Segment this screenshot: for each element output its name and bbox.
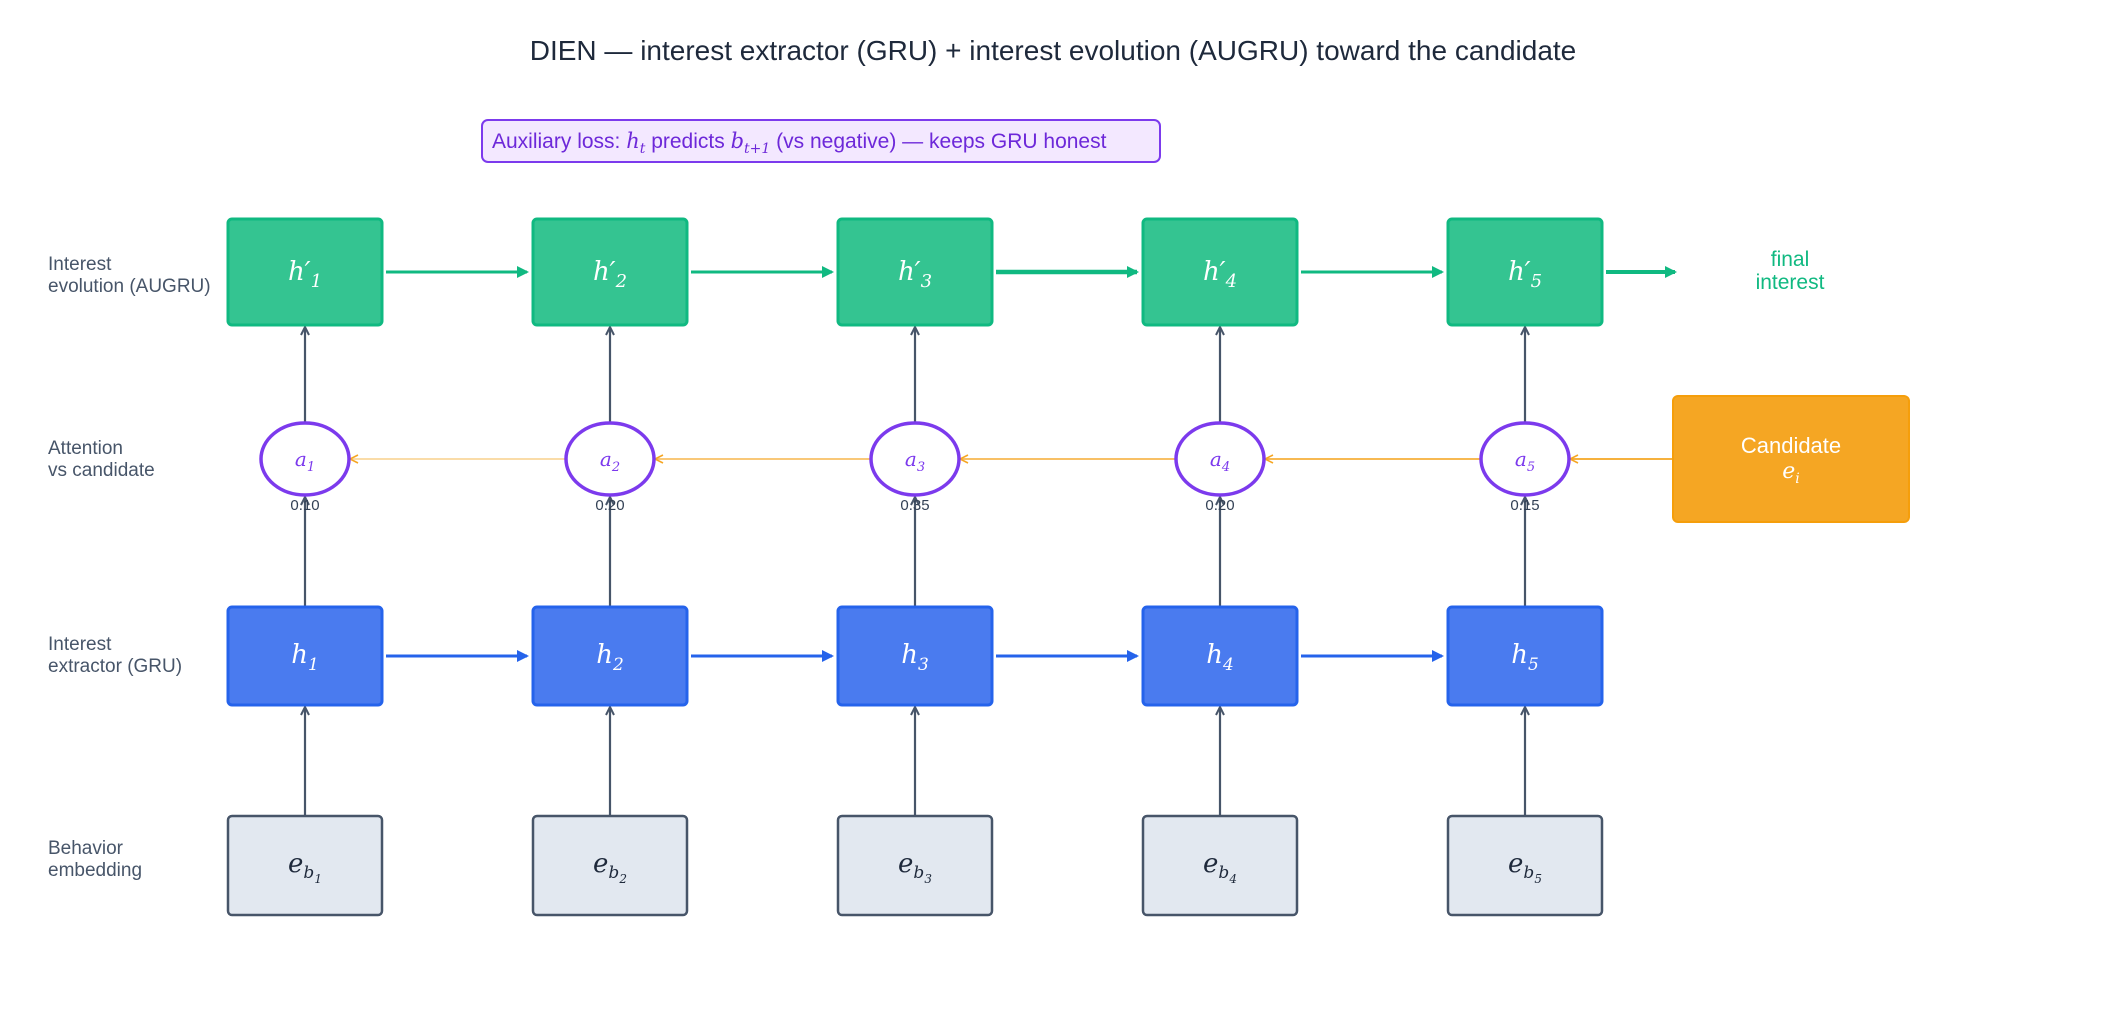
evolution-augru-label-5: h′5 bbox=[1508, 257, 1542, 292]
attention-weight-1: 0.10 bbox=[290, 497, 319, 514]
attention-label-5: a5 bbox=[1515, 447, 1535, 475]
behavior-embedding-label-3: eb3 bbox=[898, 849, 932, 886]
attention-weight-3: 0.35 bbox=[900, 497, 929, 514]
behavior-embedding-node-1 bbox=[226, 814, 384, 917]
extractor-gru-label-2: h2 bbox=[596, 640, 624, 675]
behavior-embedding-label-2: eb2 bbox=[593, 849, 627, 886]
extractor-gru-node-5 bbox=[1446, 605, 1604, 707]
extractor-gru-node-3 bbox=[836, 605, 994, 707]
evolution-augru-label-3: h′3 bbox=[898, 257, 932, 292]
evolution-augru-label-2: h′2 bbox=[593, 257, 627, 292]
attention-weight-5: 0.15 bbox=[1510, 497, 1539, 514]
evolution-augru-label-1: h′1 bbox=[288, 257, 322, 292]
behavior-embedding-node-4 bbox=[1141, 814, 1299, 917]
extractor-gru-node-4 bbox=[1141, 605, 1299, 707]
attention-weight-4: 0.20 bbox=[1205, 497, 1234, 514]
auxiliary-loss-text: Auxiliary loss: ht predicts bt+1 (vs neg… bbox=[492, 129, 1107, 157]
behavior-embedding-label-4: eb4 bbox=[1203, 849, 1237, 886]
attention-label-1: a1 bbox=[295, 447, 315, 475]
evolution-augru-node-3 bbox=[836, 217, 994, 327]
evolution-augru-node-4 bbox=[1141, 217, 1299, 327]
candidate-box bbox=[1672, 395, 1910, 523]
evolution-augru-node-5 bbox=[1446, 217, 1604, 327]
auxiliary-loss-note: Auxiliary loss: ht predicts bt+1 (vs neg… bbox=[481, 119, 1161, 163]
nodes: eb1 h1 h′1 a1 0.10 eb2 h2 h′2 a2 0.20 eb3 h3 h′3 a3 0.… bbox=[226, 217, 1604, 917]
auxiliary-loss-box bbox=[481, 119, 1161, 163]
extractor-gru-label-4: h4 bbox=[1206, 640, 1234, 675]
edges bbox=[305, 266, 1677, 816]
attention-label-2: a2 bbox=[600, 447, 620, 475]
evolution-augru-node-2 bbox=[531, 217, 689, 327]
candidate-symbol: ei bbox=[1782, 459, 1800, 487]
behavior-embedding-node-3 bbox=[836, 814, 994, 917]
extractor-gru-label-1: h1 bbox=[291, 640, 319, 675]
candidate-label: Candidate bbox=[1741, 433, 1841, 458]
behavior-embedding-node-5 bbox=[1446, 814, 1604, 917]
evolution-augru-label-4: h′4 bbox=[1203, 257, 1237, 292]
behavior-embedding-label-1: eb1 bbox=[288, 849, 322, 886]
attention-node-2 bbox=[564, 421, 656, 497]
behavior-embedding-node-2 bbox=[531, 814, 689, 917]
attention-node-4 bbox=[1174, 421, 1266, 497]
page-title: DIEN — interest extractor (GRU) + intere… bbox=[530, 35, 1577, 66]
behavior-embedding-label-5: eb5 bbox=[1508, 849, 1542, 886]
extractor-gru-node-2 bbox=[531, 605, 689, 707]
extractor-gru-label-3: h3 bbox=[901, 640, 929, 675]
attention-node-5 bbox=[1479, 421, 1571, 497]
attention-weight-2: 0.20 bbox=[595, 497, 624, 514]
attention-label-3: a3 bbox=[905, 447, 925, 475]
evolution-augru-node-1 bbox=[226, 217, 384, 327]
candidate-node: Candidate ei bbox=[1672, 395, 1910, 523]
attention-node-1 bbox=[259, 421, 351, 497]
attention-node-3 bbox=[869, 421, 961, 497]
attention-label-4: a4 bbox=[1210, 447, 1230, 475]
extractor-gru-node-1 bbox=[226, 605, 384, 707]
extractor-gru-label-5: h5 bbox=[1511, 640, 1539, 675]
